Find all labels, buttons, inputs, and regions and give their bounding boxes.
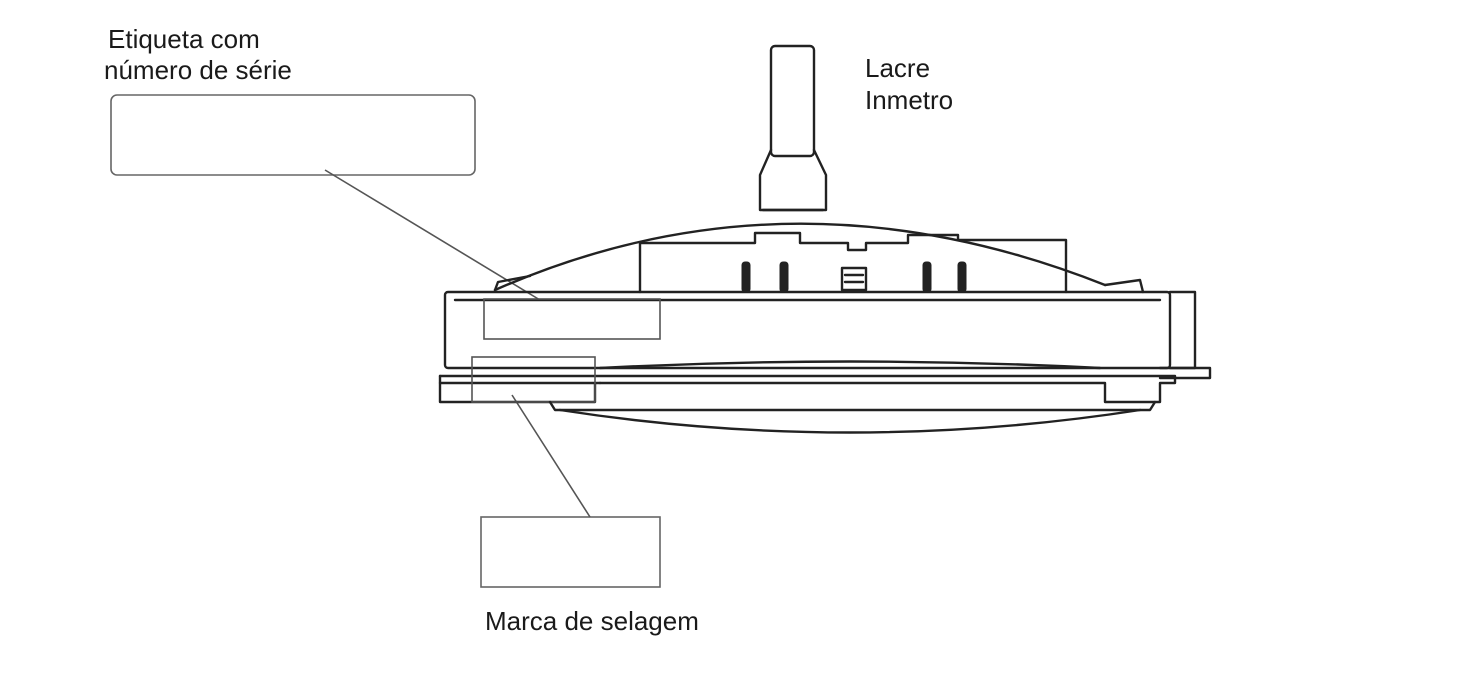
inmetro-seal-label-line2: Inmetro bbox=[865, 85, 953, 115]
serial-label-area bbox=[483, 298, 661, 340]
inmetro-seal-label-line1: Lacre bbox=[865, 53, 930, 83]
sealing-mark-callout-box bbox=[480, 516, 661, 588]
serial-number-leader-line bbox=[324, 169, 541, 301]
sealing-mark-leader-line bbox=[511, 394, 591, 518]
sealing-mark-label: Marca de selagem bbox=[485, 606, 699, 636]
scale-device-icon bbox=[438, 222, 1212, 434]
serial-number-label-line1: Etiqueta com bbox=[108, 24, 260, 54]
sealing-mark-area bbox=[471, 356, 596, 403]
serial-number-callout-box bbox=[110, 94, 476, 176]
serial-number-label-line2: número de série bbox=[104, 55, 292, 85]
inmetro-seal-tag-icon bbox=[758, 44, 828, 212]
